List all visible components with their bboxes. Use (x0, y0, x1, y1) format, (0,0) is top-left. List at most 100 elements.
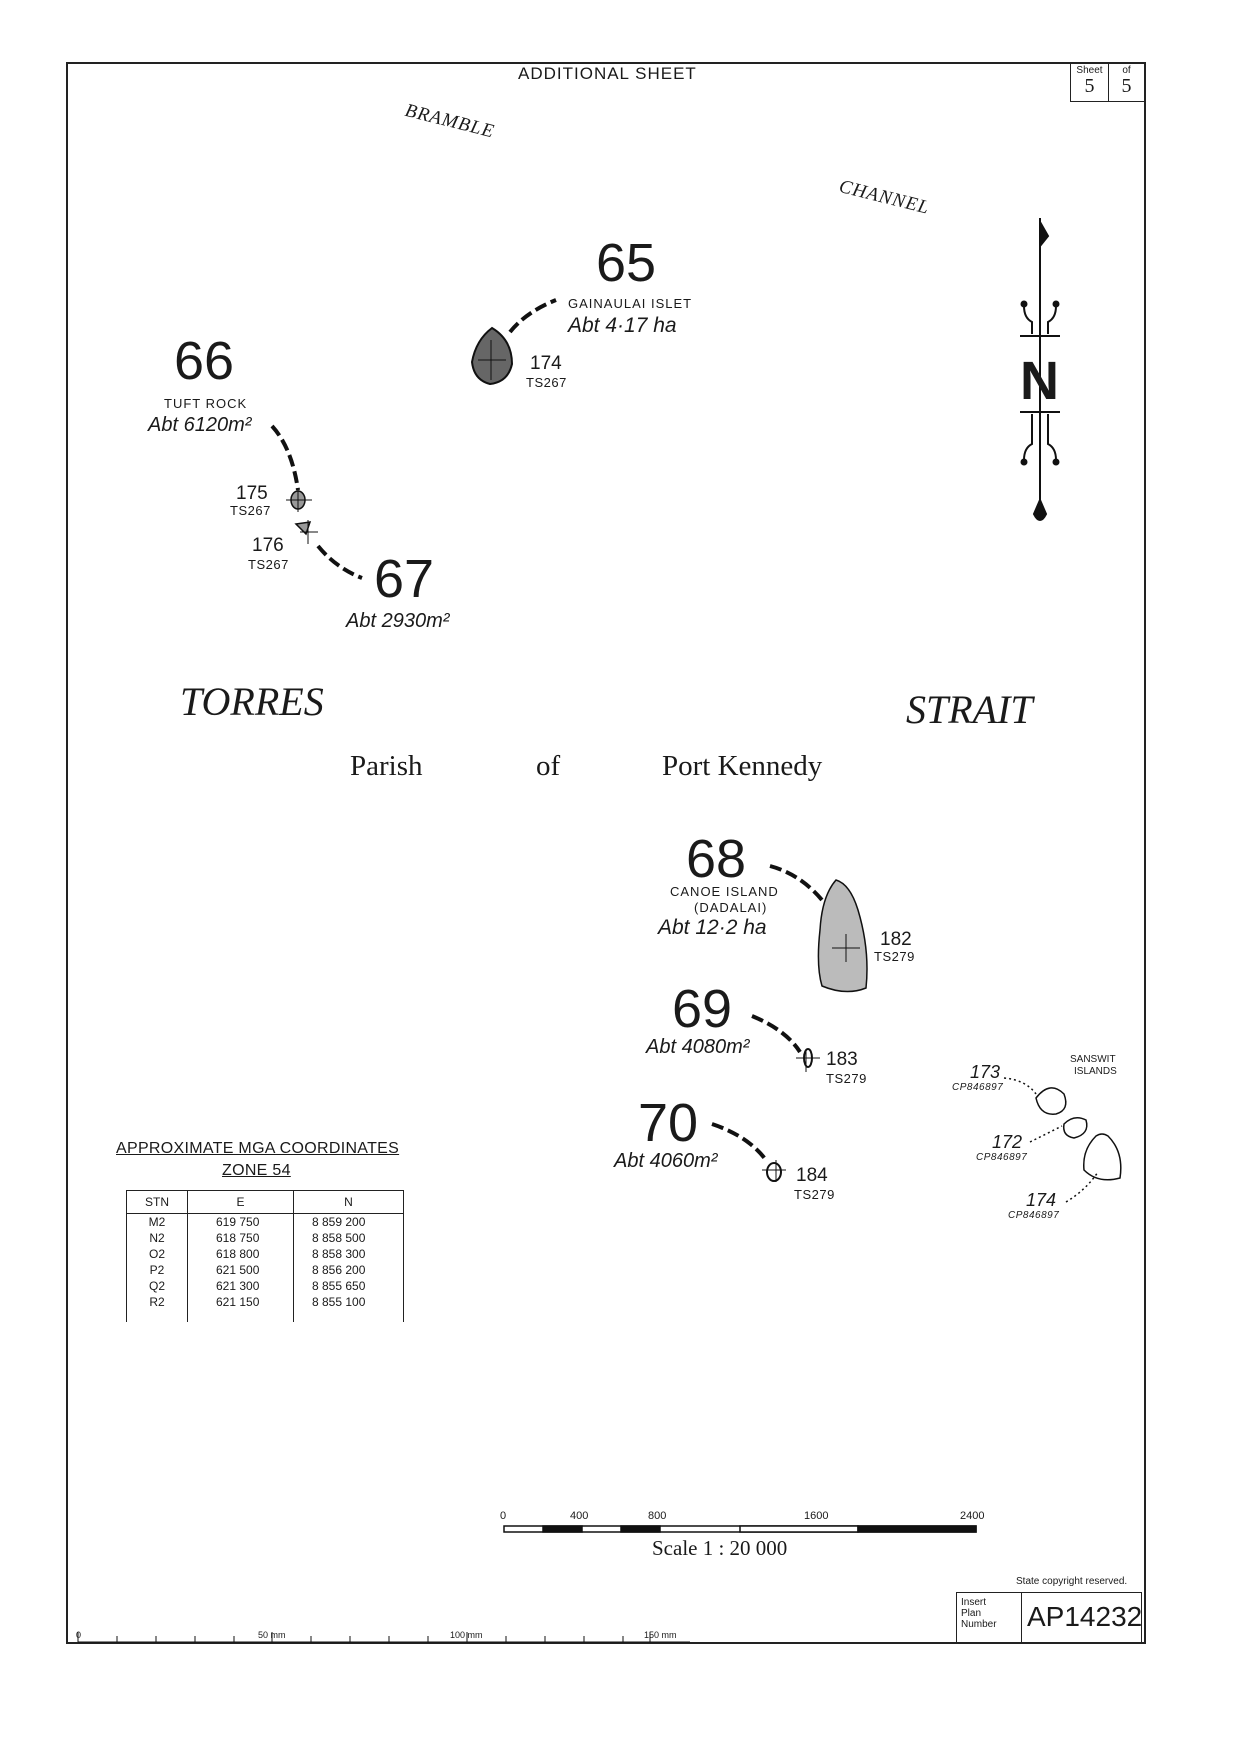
scale-tick-800: 800 (648, 1510, 667, 1522)
lot66-number: 66 (174, 331, 235, 391)
scale-label: Scale 1 : 20 000 (652, 1536, 788, 1560)
parish-word: Parish (350, 750, 423, 782)
canoe-island-shape (817, 879, 868, 993)
lot65-survey: TS267 (526, 375, 567, 390)
table-row: M2 619 750 8 859 200 (126, 1213, 404, 1230)
table-header-row: STN E N (126, 1190, 404, 1214)
lot70-number: 70 (638, 1093, 699, 1153)
lot65-leader (508, 298, 557, 334)
north-letter: N (1020, 351, 1059, 411)
northing-cell: 8 856 200 (293, 1262, 404, 1278)
easting-cell: 621 300 (187, 1278, 294, 1294)
scale-tick-0: 0 (500, 1510, 507, 1522)
sheet-title: ADDITIONAL SHEET (518, 64, 697, 83)
northing-cell: 8 858 300 (293, 1246, 404, 1262)
sanswit-title: SANSWIT (1070, 1054, 1116, 1065)
lot68-name: CANOE ISLAND (670, 884, 779, 899)
lot65-number: 65 (596, 233, 657, 293)
station-cell: R2 (126, 1294, 188, 1322)
of-cell: of 5 (1108, 63, 1145, 101)
lot67-station: 176 (252, 535, 284, 556)
lot68-leader (769, 864, 824, 902)
gainaulai-islet-shape (470, 326, 514, 386)
northing-cell: 8 855 100 (293, 1294, 404, 1322)
tuft-rock-shape (286, 488, 312, 512)
scale-bar (503, 1525, 977, 1533)
station-cell: Q2 (126, 1278, 188, 1294)
sanswit-islands-shapes (1003, 1077, 1122, 1203)
scale-tick-2400: 2400 (960, 1510, 985, 1522)
easting-cell: 618 800 (187, 1246, 294, 1262)
plan-number-box: Insert Plan Number AP14232 (956, 1592, 1142, 1644)
lot69-survey: TS279 (826, 1071, 867, 1086)
column-header: E (187, 1190, 294, 1214)
copyright-notice: State copyright reserved. (1016, 1576, 1128, 1587)
lot69-leader (751, 1014, 802, 1054)
table-row: Q2 621 300 8 855 650 (126, 1278, 404, 1294)
easting-cell: 618 750 (187, 1230, 294, 1246)
station-cell: M2 (126, 1213, 188, 1230)
sheet-cell: Sheet 5 (1071, 63, 1109, 101)
table-row: R2 621 150 8 855 100 (126, 1294, 404, 1322)
northing-cell: 8 855 650 (293, 1278, 404, 1294)
lot65-station: 174 (530, 353, 562, 374)
lot66-name: TUFT ROCK (164, 396, 248, 411)
parish-name: Port Kennedy (662, 750, 823, 782)
lot65-area: Abt 4·17 ha (568, 314, 677, 337)
lot68-survey: TS279 (874, 949, 915, 964)
station-cell: O2 (126, 1246, 188, 1262)
scale-tick-1600: 1600 (804, 1510, 829, 1522)
station-cell: N2 (126, 1230, 188, 1246)
sanswit-plan-172: CP846897 (976, 1152, 1028, 1163)
sanswit-lot-174: 174 (1026, 1190, 1057, 1210)
plan-box-divider (1021, 1593, 1022, 1643)
scale-tick-400: 400 (570, 1510, 589, 1522)
lot67-survey: TS267 (248, 557, 289, 572)
northing-cell: 8 859 200 (293, 1213, 404, 1230)
lot68-number: 68 (686, 829, 747, 889)
mm-ruler (77, 1632, 690, 1643)
lot68-station: 182 (880, 929, 912, 950)
ruler-label-50: 50 mm (258, 1630, 286, 1640)
lot66-leader (270, 424, 300, 491)
easting-cell: 619 750 (187, 1213, 294, 1230)
lot67-leader (316, 544, 363, 580)
parish-of-word: of (536, 750, 561, 782)
lot66-station: 175 (236, 483, 268, 504)
insert-label-line: Number (961, 1619, 997, 1630)
sheet-label: Sheet (1076, 65, 1103, 76)
plan-number: AP14232 (1027, 1601, 1143, 1632)
lot69-station: 183 (826, 1049, 858, 1070)
lot70-leader (711, 1122, 768, 1162)
lot70-rock-shape (762, 1160, 786, 1182)
column-header: N (293, 1190, 404, 1214)
sheet-number-box: Sheet 5 of 5 (1070, 62, 1146, 102)
lot68-name-alt: (DADALAI) (694, 900, 768, 915)
insert-label-line: Insert (961, 1597, 987, 1608)
lot67-number: 67 (374, 549, 435, 609)
lot69-area: Abt 4080m² (646, 1036, 750, 1058)
lot67-rock-shape (294, 520, 318, 544)
table-row: N2 618 750 8 858 500 (126, 1230, 404, 1246)
sanswit-plan-173: CP846897 (952, 1082, 1004, 1093)
coordinates-zone: ZONE 54 (222, 1162, 291, 1179)
table-row: P2 621 500 8 856 200 (126, 1262, 404, 1278)
torres-label: TORRES (180, 679, 324, 724)
column-header: STN (126, 1190, 188, 1214)
lot70-survey: TS279 (794, 1187, 835, 1202)
table-row: O2 618 800 8 858 300 (126, 1246, 404, 1262)
northing-cell: 8 858 500 (293, 1230, 404, 1246)
lot68-area: Abt 12·2 ha (658, 916, 767, 939)
lot66-survey: TS267 (230, 503, 271, 518)
lot70-area: Abt 4060m² (614, 1150, 718, 1172)
north-arrow-icon (1020, 218, 1060, 521)
lot70-station: 184 (796, 1165, 828, 1186)
strait-label: STRAIT (906, 687, 1033, 732)
station-cell: P2 (126, 1262, 188, 1278)
sheet-value: 5 (1084, 75, 1095, 97)
map-frame (66, 62, 1146, 1644)
insert-label-line: Plan (961, 1608, 982, 1619)
sanswit-lot-172: 172 (992, 1132, 1023, 1152)
lot69-number: 69 (672, 979, 733, 1039)
